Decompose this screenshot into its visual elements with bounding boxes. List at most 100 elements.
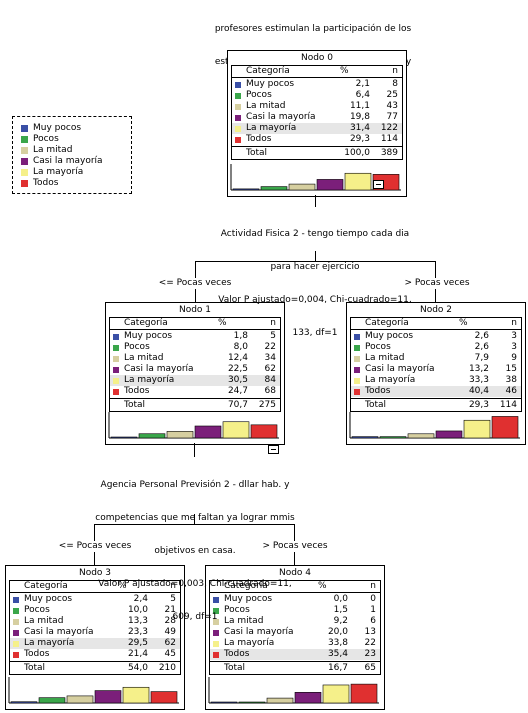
row-pct: 29,5	[127, 638, 148, 648]
row-pct: 35,4	[327, 649, 348, 659]
bar-1	[260, 186, 288, 191]
bar-0	[10, 701, 38, 704]
header-categoria: Categoría	[124, 318, 168, 328]
bar-3	[94, 690, 122, 704]
row-pct: 33,3	[468, 375, 489, 385]
row-pct: 6,4	[355, 90, 370, 100]
header-pct: %	[340, 66, 349, 76]
category-swatch	[235, 126, 241, 132]
legend-swatch	[21, 169, 28, 176]
bar-2	[288, 183, 316, 191]
row-category: Muy pocos	[124, 331, 173, 341]
header-categoria: Categoría	[246, 66, 290, 76]
total-label: Total	[124, 400, 146, 410]
table-header: Categoría%n	[232, 66, 402, 78]
bar-5	[350, 683, 378, 704]
row-n: 114	[380, 134, 398, 144]
row-category: Casi la mayoría	[24, 627, 94, 637]
category-swatch	[354, 334, 360, 340]
row-category: La mayoría	[24, 638, 75, 648]
row-category: Pocos	[365, 342, 391, 352]
row-pct: 7,9	[474, 353, 489, 363]
row-pct: 33,8	[327, 638, 348, 648]
row-pct: 19,8	[349, 112, 370, 122]
row-pct: 11,1	[349, 101, 370, 111]
row-n: 13	[364, 627, 376, 637]
row-n: 15	[505, 364, 517, 374]
row-n: 46	[505, 386, 517, 396]
row-n: 8	[392, 79, 398, 89]
bar-0	[210, 701, 238, 704]
row-category: La mayoría	[124, 375, 175, 385]
node-title: Nodo 4	[278, 568, 312, 578]
row-category: Pocos	[224, 605, 250, 615]
bar-1	[379, 436, 407, 439]
table-header: Categoría%n	[210, 581, 380, 593]
category-swatch	[354, 389, 360, 395]
bar-1	[38, 697, 66, 704]
node-title: Nodo 1	[178, 305, 212, 315]
category-swatch	[13, 597, 19, 603]
total-label: Total	[224, 663, 246, 673]
row-category: Todos	[224, 649, 250, 659]
category-swatch	[213, 652, 219, 658]
row-category: Muy pocos	[224, 594, 273, 604]
row-category: La mayoría	[365, 375, 416, 385]
bar-0	[351, 436, 379, 439]
category-swatch	[113, 378, 119, 384]
collapse-node-0-button[interactable]	[373, 180, 384, 189]
total-n: 275	[258, 400, 276, 410]
bar-0	[110, 436, 138, 439]
row-pct: 2,1	[355, 79, 370, 89]
row-category: Casi la mayoría	[246, 112, 316, 122]
header-n: n	[170, 581, 176, 591]
legend: Muy pocos Pocos La mitad Casi la mayoría…	[12, 116, 132, 194]
row-category: La mayoría	[246, 123, 297, 133]
collapse-node-1-button[interactable]	[268, 445, 279, 454]
row-category: Pocos	[24, 605, 50, 615]
row-n: 22	[364, 638, 376, 648]
header-n: n	[370, 581, 376, 591]
connector	[195, 261, 436, 262]
row-n: 22	[264, 342, 276, 352]
bar-4	[344, 172, 372, 191]
row-pct: 31,4	[349, 123, 370, 133]
node-title: Nodo 0	[300, 53, 334, 63]
category-swatch	[354, 356, 360, 362]
row-category: La mitad	[124, 353, 164, 363]
row-category: Muy pocos	[24, 594, 73, 604]
row-pct: 10,0	[127, 605, 148, 615]
connector	[94, 524, 295, 525]
header-pct: %	[318, 581, 327, 591]
header-n: n	[270, 318, 276, 328]
bar-3	[194, 425, 222, 439]
row-n: 5	[270, 331, 276, 341]
category-swatch	[13, 619, 19, 625]
bar-2	[166, 431, 194, 439]
bar-3	[435, 430, 463, 439]
category-swatch	[113, 334, 119, 340]
row-pct: 40,4	[468, 386, 489, 396]
legend-swatch	[21, 158, 28, 165]
header-pct: %	[218, 318, 227, 328]
row-category: Pocos	[124, 342, 150, 352]
row-category: Pocos	[246, 90, 272, 100]
row-category: Todos	[246, 134, 272, 144]
category-swatch	[213, 641, 219, 647]
